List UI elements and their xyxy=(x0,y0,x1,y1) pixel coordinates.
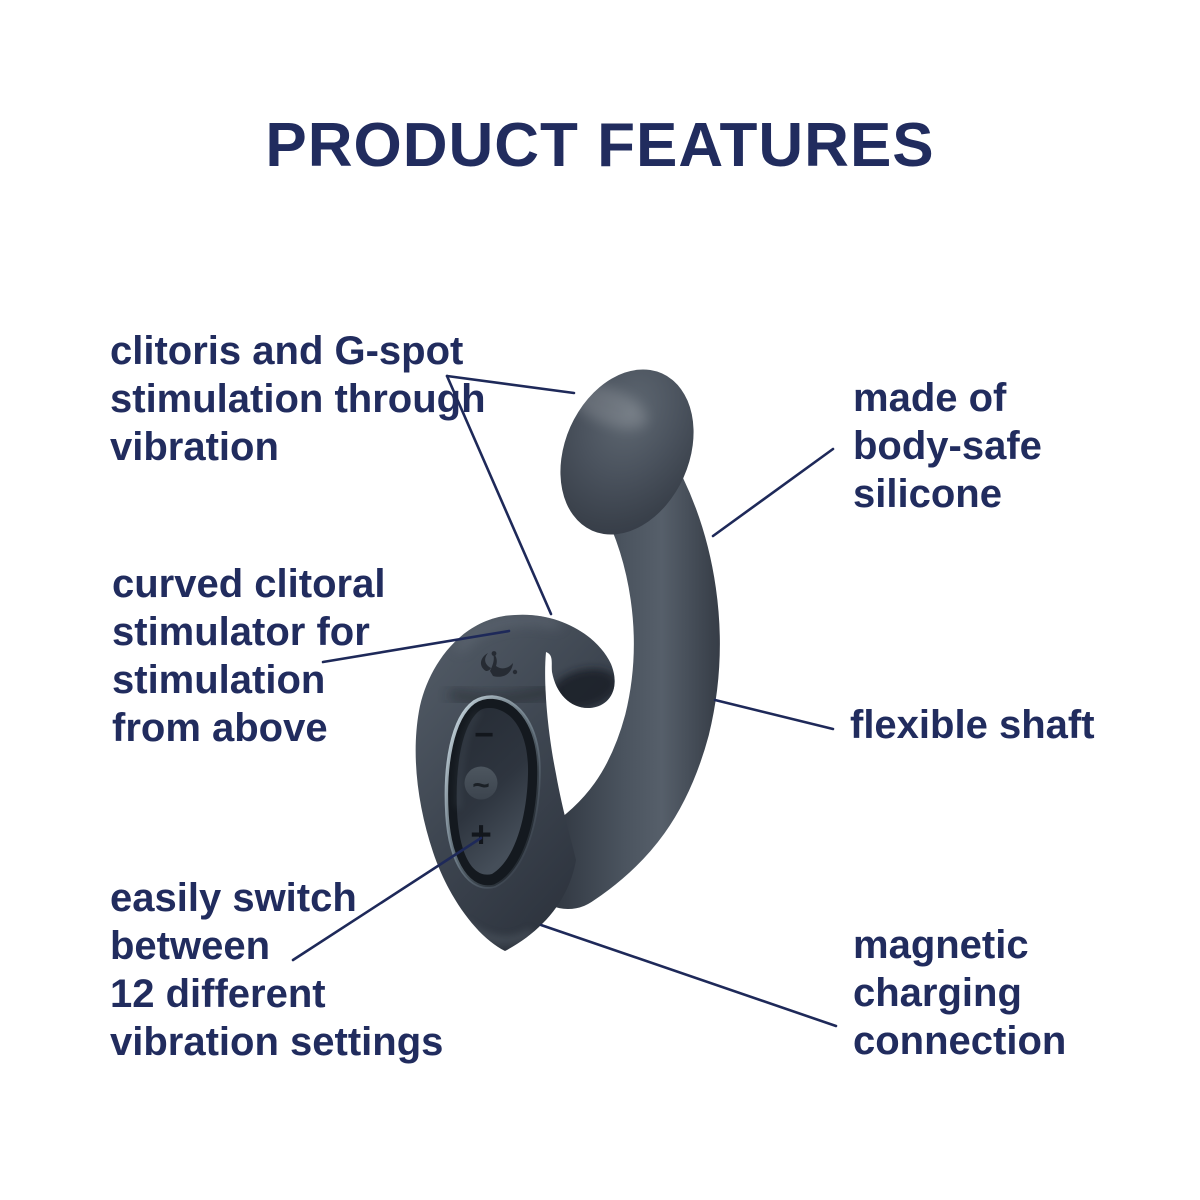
decrease-button: − xyxy=(474,716,494,754)
label-magnetic-charging: magnetic charging connection xyxy=(853,923,1067,1063)
callout-line-vibration-settings xyxy=(291,836,483,962)
wave-button xyxy=(464,766,498,800)
page-title: PRODUCT FEATURES xyxy=(265,111,935,180)
label-flexible-shaft: flexible shaft xyxy=(850,703,1095,747)
label-body-safe-silicone: made of body-safe silicone xyxy=(853,376,1042,516)
satisfyer-logo xyxy=(480,651,518,677)
callout-lines xyxy=(291,374,838,1028)
hook-top-highlight xyxy=(454,615,562,653)
callout-line-stimulation-hook xyxy=(445,374,553,616)
callout-line-silicone xyxy=(711,447,835,538)
label-vibration-settings: easily switch between 12 different vibra… xyxy=(110,876,444,1064)
callout-line-clitoral-stimulator xyxy=(321,629,511,664)
callout-line-magnetic-charging xyxy=(539,923,838,1028)
increase-button: + xyxy=(470,814,492,855)
product-vibrator: − ~ + xyxy=(415,369,720,951)
control-panel-surface-glint xyxy=(456,710,480,809)
callout-line-stimulation-head xyxy=(445,374,576,395)
callout-line-flexible-shaft xyxy=(713,698,835,731)
label-curved-clitoral-stimulator: curved clitoral stimulator for stimulati… xyxy=(112,562,386,750)
control-panel-rim xyxy=(444,695,541,889)
control-panel: − ~ + xyxy=(444,695,541,889)
product-shaft xyxy=(525,427,720,909)
product-head-highlight xyxy=(568,383,648,429)
wave-button-glyph: ~ xyxy=(472,769,490,802)
hook-underside-shadow xyxy=(550,668,615,710)
label-clitoris-gspot-stimulation: clitoris and G-spot stimulation through … xyxy=(110,329,486,469)
